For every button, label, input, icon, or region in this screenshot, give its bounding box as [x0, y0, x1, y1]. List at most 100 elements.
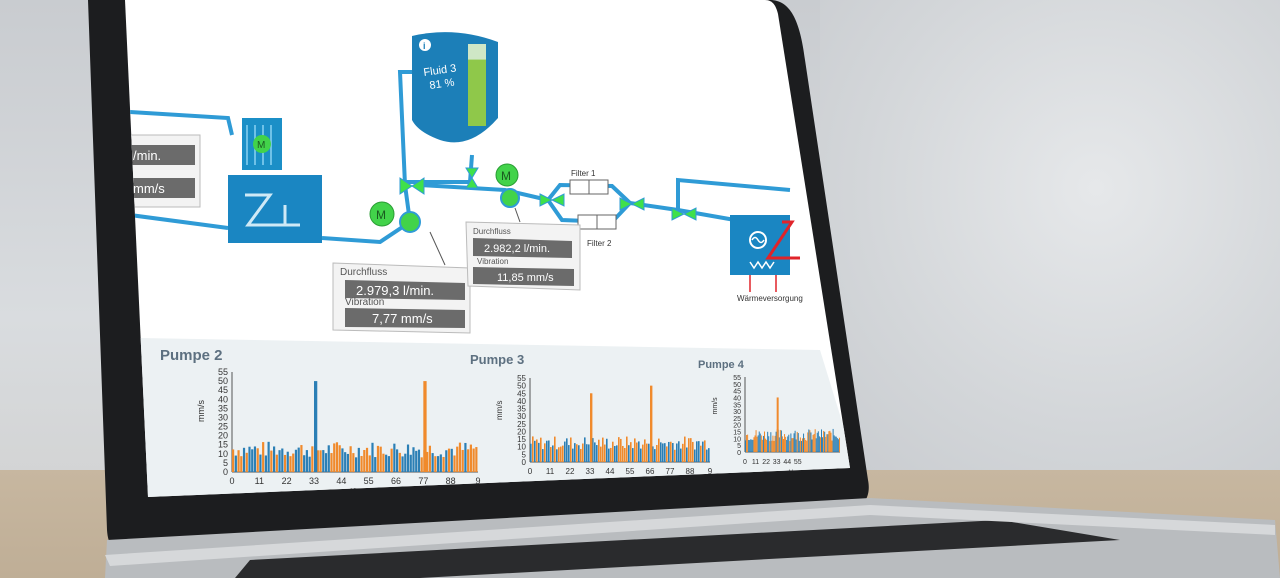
- spectrum-bar: [303, 455, 306, 472]
- spectrum-bar: [558, 447, 560, 462]
- y-tick-label: 15: [517, 435, 526, 444]
- spectrum-bar: [592, 438, 594, 462]
- spectrum-bar: [818, 436, 820, 452]
- spectrum-bar: [256, 448, 259, 472]
- pump-3-motor-label: M: [501, 169, 511, 183]
- x-tick-label: 88: [446, 476, 456, 486]
- spectrum-bar: [612, 441, 614, 462]
- spectrum-bar: [333, 443, 336, 472]
- peak-bar: [650, 385, 653, 462]
- y-tick-label: 10: [733, 436, 741, 443]
- spectrum-bar: [784, 434, 786, 452]
- spectrum-bar: [415, 450, 418, 472]
- filter-1[interactable]: Filter 1: [569, 169, 609, 195]
- pump2-flow-value: 2.979,3 l/min.: [356, 283, 434, 298]
- spectrum-bar: [586, 444, 588, 462]
- spectrum-bar: [838, 437, 840, 452]
- spectrum-bar: [787, 436, 789, 452]
- spectrum-bar: [779, 429, 781, 452]
- spectrum-bar: [365, 447, 369, 472]
- spectrum-bar: [368, 455, 371, 472]
- x-tick-label: 66: [391, 476, 401, 486]
- filter-2[interactable]: Filter 2: [577, 214, 617, 248]
- spectrum-bar: [259, 454, 262, 472]
- spectrum-bar: [234, 455, 237, 472]
- pump3-vib-label: Vibration: [477, 257, 508, 266]
- spectrum-bar: [825, 436, 827, 452]
- spectrum-bar: [786, 439, 788, 452]
- tank-level-fill: [468, 59, 486, 126]
- info-icon[interactable]: [419, 39, 431, 51]
- spectrum-bar: [360, 455, 363, 472]
- spectrum-bar: [804, 437, 806, 452]
- spectrum-bar: [544, 443, 546, 462]
- y-tick-label: 40: [517, 397, 526, 406]
- spectrum-bar: [324, 453, 328, 472]
- x-tick-label: 44: [336, 476, 346, 486]
- spectrum-bar: [417, 449, 421, 472]
- spectrum-bar: [771, 440, 773, 452]
- spectrum-bar: [401, 456, 404, 472]
- spectrum-bar: [300, 445, 303, 472]
- valves[interactable]: [399, 167, 697, 221]
- y-tick-label: 25: [517, 420, 526, 429]
- spectrum-bar: [308, 456, 311, 472]
- spectrum-bar: [822, 437, 824, 452]
- spectrum-bar: [532, 436, 534, 462]
- spectrum-bar: [404, 453, 407, 472]
- spectrum-bar: [788, 434, 790, 452]
- pump-2[interactable]: M: [369, 201, 421, 233]
- y-tick-label: 0: [522, 458, 527, 467]
- spectrum-bar: [281, 448, 284, 472]
- fluid-tank[interactable]: i Fluid 3 81 %: [412, 32, 498, 143]
- x-tick-label: 0: [743, 459, 747, 466]
- y-tick-label: 45: [517, 389, 526, 398]
- spectrum-bar: [704, 440, 706, 462]
- peak-bar: [314, 381, 318, 472]
- spectrum-bar: [747, 434, 749, 452]
- y-tick-label: 45: [733, 389, 741, 396]
- spectrum-bar: [363, 449, 366, 472]
- spectrum-bar: [338, 445, 341, 472]
- spectrum-bar: [606, 438, 608, 462]
- spectrum-bar: [793, 433, 795, 452]
- spectrum-bar: [297, 447, 300, 472]
- y-tick-label: 50: [218, 376, 228, 386]
- spectrum-bar: [676, 443, 678, 462]
- spectrum-bar: [330, 453, 333, 472]
- spectrum-bar: [819, 437, 821, 452]
- spectrum-bar: [799, 437, 801, 452]
- spectrum-bar: [765, 438, 767, 452]
- spectrum-bar: [616, 445, 618, 462]
- spectrum-bar: [753, 437, 755, 452]
- chart-title: Pumpe 3: [470, 352, 524, 367]
- y-tick-label: 20: [218, 431, 228, 441]
- mixer-device[interactable]: [228, 175, 322, 243]
- spectrum-bar: [656, 445, 658, 462]
- spectrum-bar: [688, 438, 690, 462]
- peak-bar: [423, 381, 427, 472]
- filter-2-label: Filter 2: [587, 239, 612, 248]
- keyboard[interactable]: [235, 520, 1120, 578]
- filter-1-label: Filter 1: [571, 169, 596, 178]
- spectrum-bar: [439, 454, 442, 472]
- spectrum-bar: [686, 447, 688, 462]
- x-tick-label: 88: [686, 467, 695, 476]
- spectrum-bar: [382, 453, 385, 472]
- spectrum-bar: [696, 441, 698, 462]
- y-tick-label: 30: [517, 412, 526, 421]
- chart-title: Pumpe 2: [160, 347, 223, 364]
- spectrum-bar: [554, 436, 556, 462]
- spectrum-bar: [552, 445, 554, 462]
- spectrum-bar: [576, 444, 578, 462]
- y-tick-label: 40: [733, 395, 741, 402]
- heat-exchanger[interactable]: Wärmeversorgung: [730, 215, 803, 303]
- spectrum-bar: [588, 444, 590, 462]
- spectrum-bar: [652, 446, 654, 462]
- spectrum-bar: [798, 440, 800, 452]
- x-tick-label: 55: [794, 459, 802, 466]
- spectrum-bar: [542, 449, 544, 462]
- top-motor[interactable]: M: [242, 118, 282, 170]
- pump-3[interactable]: M: [495, 163, 520, 208]
